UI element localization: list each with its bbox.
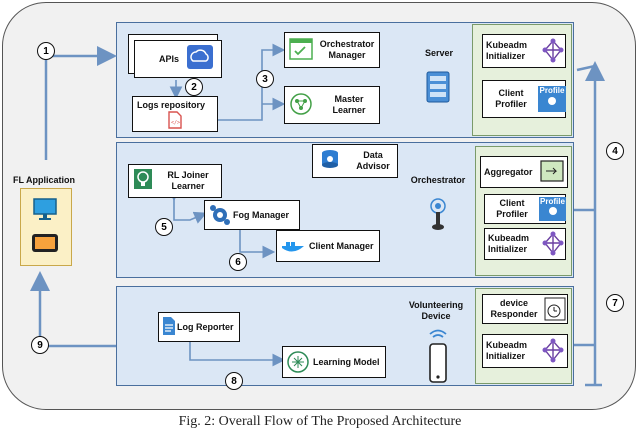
logs-repository-label: Logs repository	[137, 100, 206, 110]
tablet-icon	[32, 234, 58, 252]
step-marker-4: 4	[606, 142, 624, 160]
step-marker-5: 5	[155, 218, 173, 236]
server-profile-badge: Profile	[538, 86, 566, 112]
step-marker-6: 6	[229, 253, 247, 271]
server-stack-icon	[426, 71, 450, 103]
fl-application-title: FL Application	[13, 175, 75, 185]
orchestrator-client-profiler-label: Client Profiler	[496, 198, 528, 219]
cog-cluster-icon	[210, 205, 230, 225]
neural-brain-icon	[287, 351, 309, 373]
aggregator-icon	[540, 160, 564, 182]
orchestrator-profile-badge: Profile	[539, 197, 566, 221]
dashboard-icon	[289, 38, 313, 60]
learning-model-label: Learning Model	[313, 357, 380, 367]
svg-text:</>: </>	[171, 120, 180, 126]
orchestrator-profile-avatar-icon	[548, 207, 557, 215]
master-learner-label: Master Learner	[332, 94, 366, 115]
orchestrator-tier-label: Orchestrator	[410, 175, 466, 185]
device-kubeadm-network-icon	[542, 338, 564, 363]
aggregator-label: Aggregator	[484, 167, 533, 177]
step-marker-3: 3	[256, 70, 274, 88]
document-code-icon: </>	[168, 111, 182, 129]
device-responder-label: device Responder	[490, 298, 538, 319]
brain-network-icon	[290, 93, 312, 115]
lightbulb-icon	[134, 169, 152, 189]
server-profile-avatar-icon	[548, 97, 556, 105]
server-profile-badge-label: Profile	[539, 86, 565, 95]
orchestrator-kubeadm-network-icon	[542, 231, 564, 256]
figure-caption: Fig. 2: Overall Flow of The Proposed Arc…	[178, 414, 462, 429]
server-kubeadm-initializer-box: Kubeadm Initializer	[482, 34, 566, 68]
database-gear-icon	[322, 150, 338, 168]
server-tier-label: Server	[424, 48, 454, 58]
smartphone-wifi-icon	[429, 329, 447, 383]
cloud-api-icon	[187, 45, 213, 69]
step-marker-1: 1	[37, 42, 55, 60]
antenna-icon	[430, 198, 446, 230]
step-marker-2: 2	[185, 78, 203, 96]
rl-joiner-learner-label: RL Joiner Learner	[167, 170, 209, 191]
orchestrator-kubeadm-initializer-label: Kubeadm Initializer	[488, 233, 530, 254]
data-advisor-label: Data Advisor	[356, 150, 390, 171]
orchestrator-profile-badge-label: Profile	[540, 197, 565, 206]
step-marker-7: 7	[606, 294, 624, 312]
client-manager-label: Client Manager	[309, 241, 374, 251]
apis-label: APIs	[159, 54, 180, 64]
device-kubeadm-initializer-label: Kubeadm Initializer	[486, 340, 528, 361]
container-whale-icon	[282, 242, 304, 252]
responder-timer-icon	[544, 297, 566, 321]
server-kubeadm-network-icon	[542, 38, 564, 63]
fog-manager-label: Fog Manager	[233, 210, 290, 220]
monitor-icon	[33, 198, 57, 220]
step-marker-8: 8	[225, 372, 243, 390]
volunteering-device-label: Volunteering Device	[408, 300, 464, 321]
step-marker-9: 9	[31, 336, 49, 354]
orchestrator-manager-label: Orchestrator Manager	[319, 39, 375, 60]
server-client-profiler-label: Client Profiler	[495, 88, 527, 109]
log-reporter-label: Log Reporter	[177, 322, 234, 332]
server-kubeadm-initializer-label: Kubeadm Initializer	[486, 40, 528, 61]
document-icon	[163, 317, 175, 335]
